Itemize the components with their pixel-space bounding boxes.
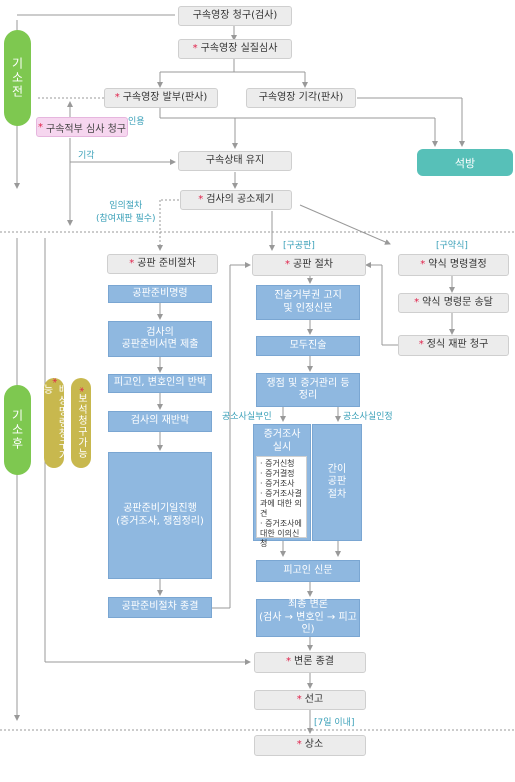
prosecutor-brief-box: 검사의 공판준비서면 제출: [108, 321, 212, 357]
warrant-reject-box: 구속영장 기각(판사): [246, 88, 356, 108]
defendant-exam-text: 피고인 신문: [283, 564, 333, 576]
review-request-box: *구속적부 심사 청구: [36, 117, 128, 137]
optional-procedure-label: 임의절차 (참여재판 필수): [96, 201, 156, 224]
prep-order-text: 공판준비명령: [132, 287, 188, 299]
bail-request-pill: *보석청구가능: [71, 378, 91, 468]
reject-label: 기각: [78, 151, 95, 161]
required-mark: *: [38, 121, 44, 133]
prosecutor-reply-text: 검사의 재반박: [130, 415, 190, 427]
required-mark: *: [285, 258, 290, 270]
formal-trial-label: [구공판]: [283, 241, 315, 251]
within-7days-label: [7일 이내]: [314, 718, 355, 728]
evidence-item: · 증거조사에 대한 이의신청: [260, 519, 302, 548]
sentence-text: 선고: [304, 693, 324, 705]
release-box: 석방: [417, 149, 513, 176]
simple-trial-text: 간이 공판 절차: [327, 463, 347, 500]
required-mark: *: [192, 42, 198, 54]
summary-order-text: 약식 명령결정: [428, 258, 487, 270]
evidence-item: · 증거조사: [260, 479, 295, 488]
refusal-notice-text: 진술거부권 고지 및 인정신문: [274, 290, 342, 314]
required-mark: *: [414, 296, 420, 308]
argument-end-box: *변론 종결: [254, 652, 366, 673]
required-mark: *: [198, 193, 204, 205]
plea-deny-label: 공소사실부인: [222, 412, 272, 422]
evidence-exam-text: 증거조사 실시: [263, 429, 301, 453]
compensation-claim-label: 배상명령청구가능: [41, 384, 67, 461]
prosecutor-reply-box: 검사의 재반박: [108, 411, 212, 432]
summary-service-text: 약식 명령문 송달: [422, 296, 493, 308]
warrant-review-text: 구속영장 실질심사: [200, 42, 278, 54]
required-mark: *: [296, 739, 302, 751]
pre-indictment-phase: 기소전: [4, 30, 31, 126]
prosecutor-brief-text: 검사의 공판준비서면 제출: [121, 326, 199, 351]
opening-statement-box: 모두진술: [256, 336, 360, 356]
required-mark: *: [114, 91, 120, 103]
evidence-items-list: · 증거신청 · 증거결정 · 증거조사 · 증거조사결과에 대한 의견 · 증…: [256, 456, 307, 548]
final-argument-box: 최종 변론 (검사 → 변호인 → 피고인): [256, 599, 360, 637]
indictment-box: *검사의 공소제기: [180, 190, 292, 210]
warrant-issue-text: 구속영장 발부(판사): [122, 91, 208, 103]
sentence-box: *선고: [254, 690, 366, 710]
trial-procedure-box: *공판 절차: [252, 254, 366, 276]
warrant-request-text: 구속영장 청구(검사): [192, 9, 278, 21]
warrant-issue-box: *구속영장 발부(판사): [104, 88, 218, 108]
formal-request-text: 정식 재판 청구: [426, 339, 489, 351]
required-mark: *: [129, 257, 135, 269]
defense-rebuttal-text: 피고인, 변호인의 반박: [113, 377, 207, 389]
keep-custody-text: 구속상태 유지: [205, 154, 265, 166]
required-mark: *: [418, 339, 424, 351]
argument-end-text: 변론 종결: [294, 656, 334, 668]
review-request-text: 구속적부 심사 청구: [46, 123, 126, 135]
pre-indictment-label: 기소전: [10, 57, 24, 99]
indictment-text: 검사의 공소제기: [206, 193, 274, 205]
bail-request-label: 보석청구가능: [75, 393, 87, 459]
summary-service-box: *약식 명령문 송달: [398, 293, 509, 313]
release-text: 석방: [454, 156, 476, 170]
warrant-review-box: *구속영장 실질심사: [178, 39, 292, 59]
issues-organize-box: 쟁점 및 증거관리 등 정리: [256, 373, 360, 407]
required-mark: *: [420, 258, 426, 270]
accept-label: 인용: [128, 117, 145, 127]
warrant-reject-text: 구속영장 기각(판사): [258, 91, 344, 103]
pretrial-prep-box: *공판 준비절차: [107, 254, 218, 274]
prep-order-box: 공판준비명령: [108, 285, 212, 303]
prep-hearing-box: 공판준비기일진행 (증거조사, 쟁점정리): [108, 452, 212, 579]
compensation-claim-pill: *배상명령청구가능: [41, 378, 67, 468]
appeal-text: 상소: [304, 739, 324, 751]
defense-rebuttal-box: 피고인, 변호인의 반박: [108, 374, 212, 393]
issues-organize-text: 쟁점 및 증거관리 등 정리: [266, 377, 350, 402]
post-indictment-phase: 기소후: [4, 385, 31, 475]
defendant-exam-box: 피고인 신문: [256, 560, 360, 582]
evidence-item: · 증거조사결과에 대한 의견: [260, 489, 302, 518]
evidence-item: · 증거신청: [260, 459, 295, 468]
prep-end-text: 공판준비절차 종결: [121, 601, 199, 613]
warrant-request-box: 구속영장 청구(검사): [178, 6, 292, 26]
plea-admit-label: 공소사실인정: [343, 412, 393, 422]
trial-procedure-text: 공판 절차: [293, 258, 333, 270]
formal-request-box: *정식 재판 청구: [398, 335, 509, 356]
post-indictment-label: 기소후: [10, 409, 24, 451]
appeal-box: *상소: [254, 735, 366, 756]
pretrial-prep-text: 공판 준비절차: [137, 257, 196, 269]
required-mark: *: [296, 693, 302, 705]
opening-statement-text: 모두진술: [289, 339, 327, 351]
simple-trial-box: 간이 공판 절차: [312, 424, 362, 541]
summary-order-box: *약식 명령결정: [398, 254, 509, 276]
required-mark: *: [286, 656, 291, 668]
keep-custody-box: 구속상태 유지: [178, 151, 292, 171]
evidence-item: · 증거결정: [260, 469, 295, 478]
prep-hearing-text: 공판준비기일진행 (증거조사, 쟁점정리): [116, 503, 204, 527]
final-argument-text: 최종 변론 (검사 → 변호인 → 피고인): [259, 599, 357, 636]
summary-label: [구약식]: [436, 241, 468, 251]
prep-end-box: 공판준비절차 종결: [108, 597, 212, 618]
refusal-notice-box: 진술거부권 고지 및 인정신문: [256, 285, 360, 320]
